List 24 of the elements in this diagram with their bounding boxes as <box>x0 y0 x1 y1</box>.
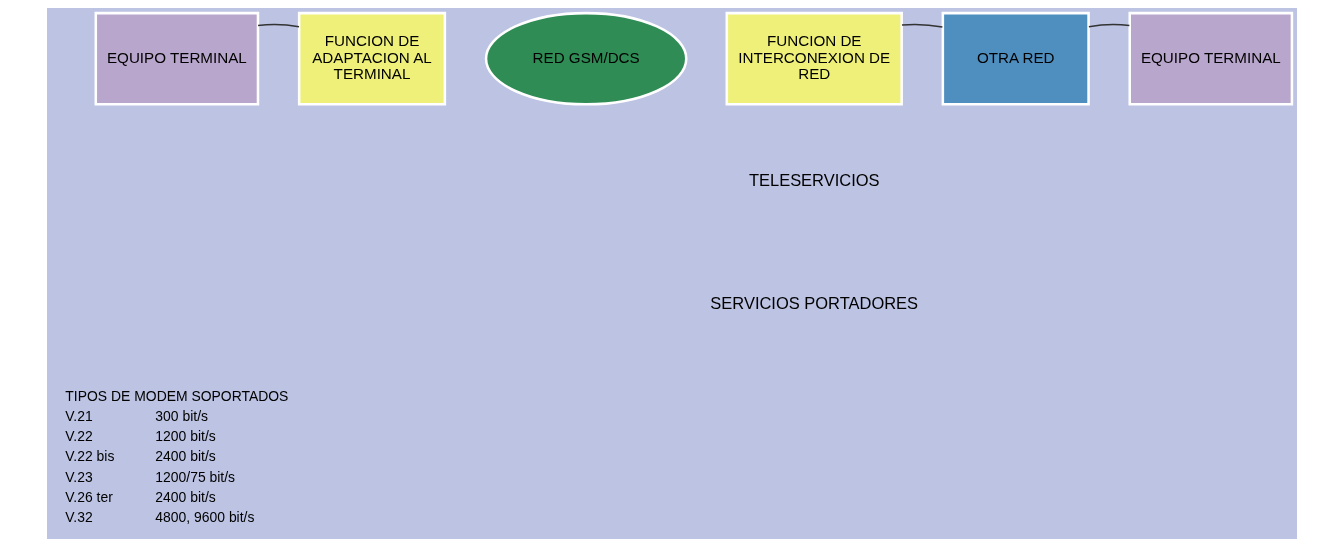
node-ellipse: RED GSM/DCS <box>484 11 688 106</box>
label: V.22 bis <box>65 448 115 465</box>
label: 1200 bit/s <box>155 428 216 445</box>
label: V.21 <box>65 407 93 424</box>
connector <box>901 23 944 28</box>
label: V.32 <box>65 509 93 526</box>
label: 300 bit/s <box>155 407 208 424</box>
label: SERVICIOS PORTADORES <box>710 293 919 312</box>
node-box: EQUIPO TERMINAL <box>94 11 260 106</box>
label: V.23 <box>65 468 93 485</box>
node-box: OTRA RED <box>941 11 1090 106</box>
label: 2400 bit/s <box>155 488 216 505</box>
label: V.22 <box>65 428 93 445</box>
label: 4800, 9600 bit/s <box>155 509 255 526</box>
node-box: FUNCION DE ADAPTACION AL TERMINAL <box>297 11 447 106</box>
node-box: FUNCION DE INTERCONEXION DE RED <box>725 11 903 106</box>
label: 1200/75 bit/s <box>155 468 236 485</box>
label: TELESERVICIOS <box>748 170 880 189</box>
label: 2400 bit/s <box>155 448 216 465</box>
node-box: EQUIPO TERMINAL <box>1128 11 1294 106</box>
connector <box>1088 23 1131 28</box>
label: TIPOS DE MODEM SOPORTADOS <box>65 387 289 404</box>
label: V.26 ter <box>65 488 113 505</box>
connector <box>257 23 300 28</box>
